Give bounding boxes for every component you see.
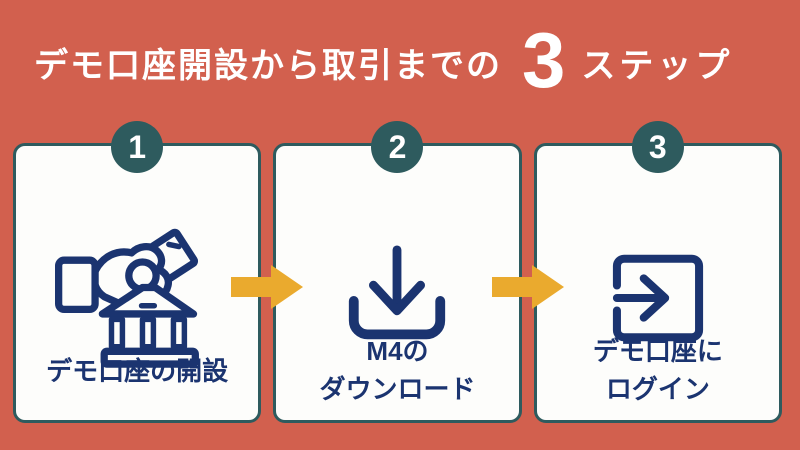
title-step-count: 3 <box>522 16 566 104</box>
step-label-line: デモ口座に <box>592 336 723 366</box>
step-arrow-icon <box>492 265 564 309</box>
step-number-badge: 2 <box>371 121 424 173</box>
step-number-badge: 3 <box>631 121 684 173</box>
step-label-line: M4の <box>366 336 429 366</box>
bank-deposit-icon <box>55 228 200 368</box>
page-title: デモ口座開設から取引までの 3 ステップ <box>34 21 734 99</box>
step-label-line: デモ口座の開設 <box>46 356 229 386</box>
step-card-open-account: 1 <box>13 121 262 423</box>
title-suffix: ステップ <box>581 46 734 85</box>
step-arrow-icon <box>231 265 303 309</box>
download-icon <box>349 245 446 340</box>
step-label: M4の ダウンロード <box>276 332 518 408</box>
step-label: デモ口座の開設 <box>16 352 258 390</box>
step-card-login: 3 デモ口座に ログイン <box>533 121 782 423</box>
step-icon-wrap <box>276 146 518 420</box>
step-label-line: ログイン <box>605 374 710 404</box>
step-number-badge: 1 <box>111 121 164 173</box>
login-icon <box>612 254 703 342</box>
step-label: デモ口座に ログイン <box>537 332 779 408</box>
steps-row: 1 <box>13 121 782 423</box>
step-icon-wrap <box>16 146 258 420</box>
step-icon-wrap <box>537 146 779 420</box>
step-label-line: ダウンロード <box>319 374 476 404</box>
step-card-download-m4: 2 M4の ダウンロード <box>273 121 522 423</box>
title-prefix: デモ口座開設から取引までの <box>34 46 502 85</box>
